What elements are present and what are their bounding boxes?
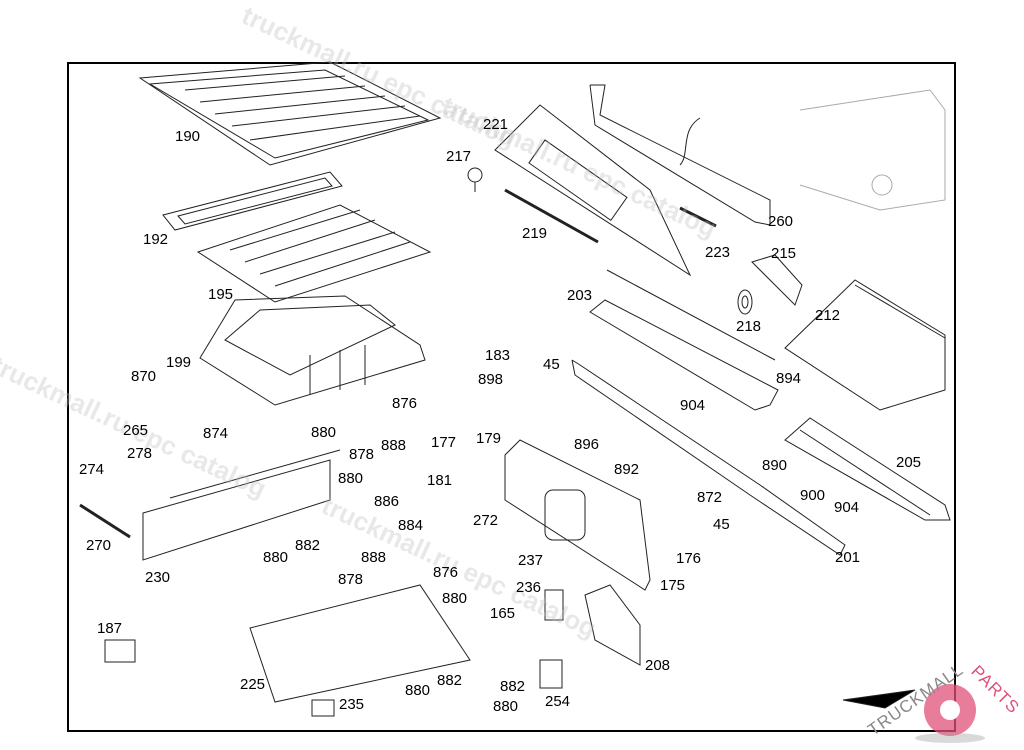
gear-icon	[915, 684, 985, 743]
part-215-bracket	[751, 254, 803, 306]
callout-192: 192	[143, 231, 169, 248]
callout-880: 880	[442, 590, 468, 607]
callout-892: 892	[614, 461, 640, 478]
callout-890: 890	[762, 457, 788, 474]
part-254-plate	[539, 659, 563, 689]
direction-arrow	[842, 689, 916, 709]
callout-260: 260	[768, 213, 794, 230]
callout-898: 898	[478, 371, 504, 388]
callout-872: 872	[697, 489, 723, 506]
part-219-strip	[504, 188, 599, 244]
callout-181: 181	[427, 472, 453, 489]
callout-175: 175	[660, 577, 686, 594]
callout-882: 882	[500, 678, 526, 695]
callout-272: 272	[473, 512, 499, 529]
callout-208: 208	[645, 657, 671, 674]
callout-886: 886	[374, 493, 400, 510]
callout-884: 884	[398, 517, 424, 534]
callout-882: 882	[437, 672, 463, 689]
callout-270: 270	[86, 537, 112, 554]
callout-880: 880	[405, 682, 431, 699]
part-187-hinge	[104, 639, 136, 663]
callout-179: 179	[476, 430, 502, 447]
part-270-strut	[79, 503, 131, 539]
part-203-rail	[589, 269, 779, 411]
callout-870: 870	[131, 368, 157, 385]
callout-880: 880	[338, 470, 364, 487]
part-199-tray	[199, 295, 426, 406]
callout-235: 235	[339, 696, 365, 713]
callout-904: 904	[834, 499, 860, 516]
callout-183: 183	[485, 347, 511, 364]
part-212-tray	[784, 279, 946, 411]
callout-265: 265	[123, 422, 149, 439]
callout-217: 217	[446, 148, 472, 165]
part-223-strip	[679, 206, 717, 228]
vehicle-outline	[799, 89, 946, 211]
callout-904: 904	[680, 397, 706, 414]
callout-882: 882	[295, 537, 321, 554]
callout-274: 274	[79, 461, 105, 478]
part-217-clip	[467, 167, 483, 192]
callout-225: 225	[240, 676, 266, 693]
callout-195: 195	[208, 286, 234, 303]
callout-254: 254	[545, 693, 571, 710]
part-195-panel	[196, 204, 432, 303]
callout-900: 900	[800, 487, 826, 504]
callout-165: 165	[490, 605, 516, 622]
callout-878: 878	[338, 571, 364, 588]
callout-880: 880	[263, 549, 289, 566]
part-205-tray	[784, 417, 951, 521]
callout-190: 190	[175, 128, 201, 145]
part-225-panel	[249, 584, 471, 703]
callout-237: 237	[518, 552, 544, 569]
callout-219: 219	[522, 225, 548, 242]
callout-880: 880	[493, 698, 519, 715]
part-218-grommet	[737, 289, 753, 315]
callout-878: 878	[349, 446, 375, 463]
callout-894: 894	[776, 370, 802, 387]
callout-876: 876	[392, 395, 418, 412]
callout-278: 278	[127, 445, 153, 462]
callout-874: 874	[203, 425, 229, 442]
part-235-block	[311, 699, 335, 717]
part-230-panel	[142, 449, 341, 561]
callout-896: 896	[574, 436, 600, 453]
part-236-cylinder	[544, 589, 564, 621]
part-201-rail	[571, 359, 846, 556]
callout-888: 888	[361, 549, 387, 566]
callout-201: 201	[835, 549, 861, 566]
callout-212: 212	[815, 307, 841, 324]
callout-888: 888	[381, 437, 407, 454]
callout-221: 221	[483, 116, 509, 133]
callout-218: 218	[736, 318, 762, 335]
callout-223: 223	[705, 244, 731, 261]
callout-187: 187	[97, 620, 123, 637]
callout-876: 876	[433, 564, 459, 581]
callout-880: 880	[311, 424, 337, 441]
part-221-side-panel	[494, 104, 692, 277]
part-260-bracket	[589, 84, 771, 226]
truckmall-parts-logo: TRUCKMALL PARTS	[840, 650, 1024, 750]
callout-45: 45	[543, 356, 560, 373]
part-192-frame	[162, 171, 343, 231]
callout-236: 236	[516, 579, 542, 596]
diagram-frame	[67, 62, 956, 732]
callout-45: 45	[713, 516, 730, 533]
callout-177: 177	[431, 434, 457, 451]
callout-199: 199	[166, 354, 192, 371]
part-208-bracket	[584, 584, 641, 666]
part-175-panel	[504, 439, 651, 591]
part-190-roof-panel	[138, 61, 442, 166]
callout-205: 205	[896, 454, 922, 471]
callout-176: 176	[676, 550, 702, 567]
callout-230: 230	[145, 569, 171, 586]
callout-215: 215	[771, 245, 797, 262]
callout-203: 203	[567, 287, 593, 304]
